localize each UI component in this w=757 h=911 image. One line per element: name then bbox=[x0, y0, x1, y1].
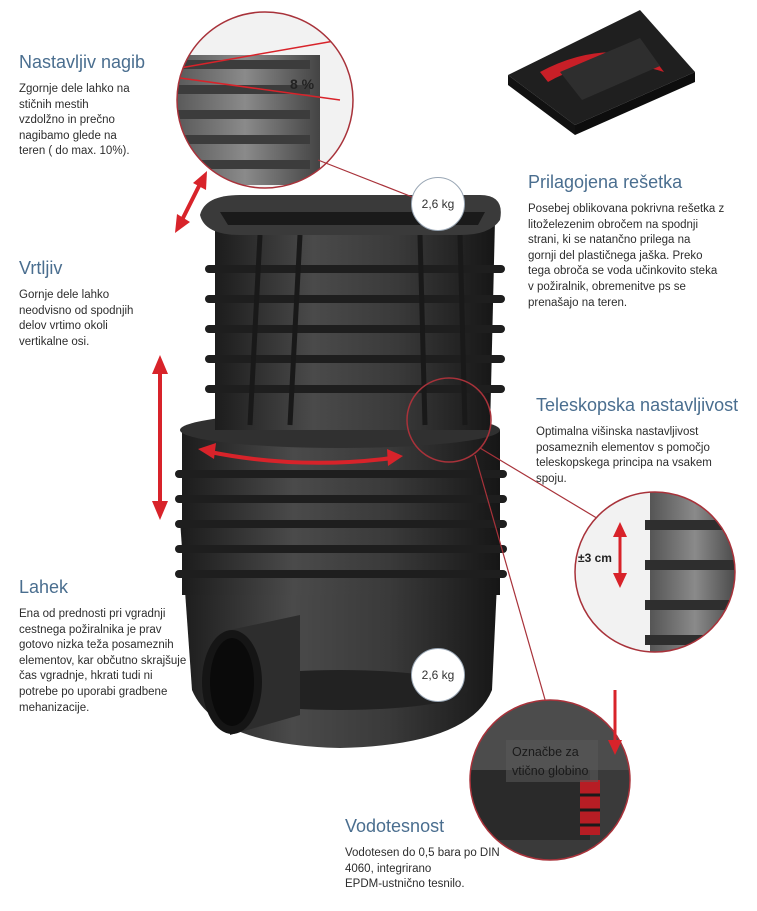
tilt-percent-label: 8 % bbox=[290, 76, 315, 92]
watertight-description: Vodotesen do 0,5 bara po DIN 4060, integ… bbox=[345, 847, 500, 891]
telescope-detail bbox=[574, 491, 736, 653]
grating-image bbox=[508, 10, 695, 135]
arrows bbox=[152, 171, 403, 520]
depth-detail bbox=[469, 690, 631, 861]
grating-description: Posebej oblikovana pokrivna rešetka z li… bbox=[528, 203, 725, 309]
grating-heading: Prilagojena rešetka bbox=[528, 172, 683, 192]
weight-badge-upper: 2,6 kg bbox=[411, 177, 465, 231]
tilt-description: Zgornje dele lahko na stičnih mestih vzd… bbox=[19, 83, 130, 158]
tilt-heading: Nastavljiv nagib bbox=[19, 52, 146, 72]
telescope-ring bbox=[406, 377, 492, 463]
telescope-description: Optimalna višinska nastavljivost posamez… bbox=[536, 426, 712, 485]
tilt-detail bbox=[176, 11, 421, 201]
watertight-heading: Vodotesnost bbox=[345, 816, 445, 836]
telescope-range-label: ±3 cm bbox=[578, 551, 612, 565]
light-description: Ena od prednosti pri vgradnji cestnega p… bbox=[19, 608, 187, 714]
rotate-description: Gornje dele lahko neodvisno od spodnjih … bbox=[19, 289, 134, 348]
rotate-heading: Vrtljiv bbox=[19, 258, 63, 278]
weight-badge-lower: 2,6 kg bbox=[411, 648, 465, 702]
light-heading: Lahek bbox=[19, 577, 69, 597]
depth-marks-label: Označbe za vtično globino bbox=[512, 745, 589, 778]
telescope-heading: Teleskopska nastavljivost bbox=[536, 395, 739, 415]
shaft-image bbox=[175, 195, 507, 748]
